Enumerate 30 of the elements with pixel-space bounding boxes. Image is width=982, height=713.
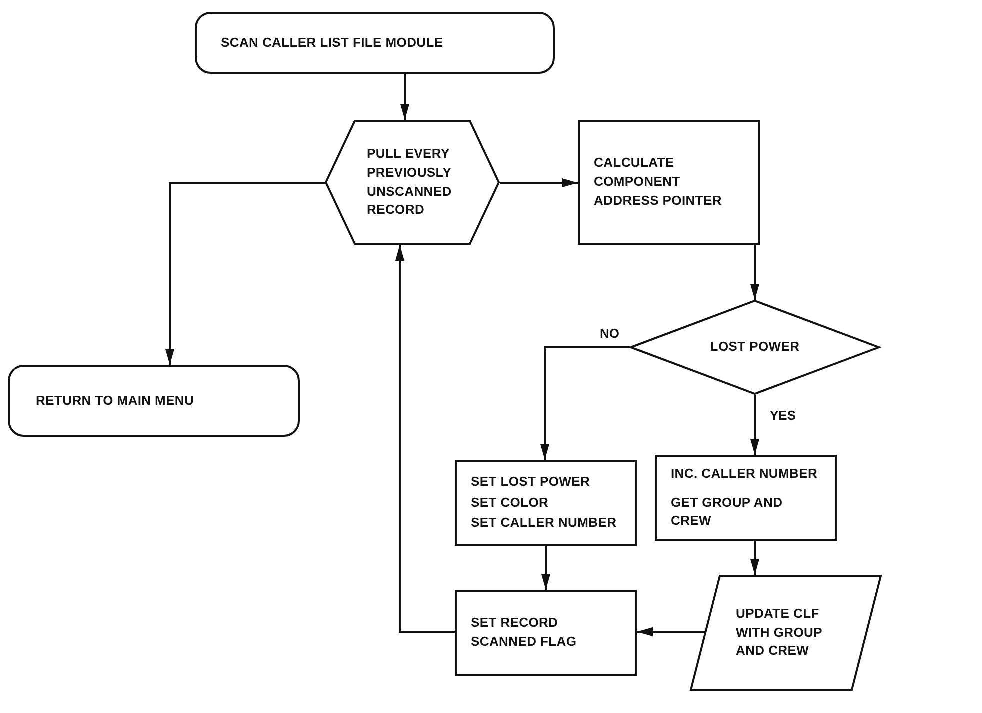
edge-label: NO [598,326,622,341]
arrow [500,178,578,188]
edge-label: YES [768,408,798,423]
node-label: SCAN CALLER LIST FILE MODULE [221,34,444,52]
process-box [455,590,637,676]
node-label: CALCULATE COMPONENT ADDRESS POINTER [594,154,723,210]
arrow [637,627,705,637]
node-label: LOST POWER [710,338,800,356]
arrow [750,395,760,455]
node-label: UPDATE CLF WITH GROUP AND CREW [736,604,824,660]
terminal-box [195,12,555,74]
node-label: SET RECORD SCANNED FLAG [471,614,578,651]
node-label: SET CALLER NUMBER [471,514,617,532]
node-label: SET LOST POWER [471,472,590,491]
arrow [750,245,760,300]
node-label: PULL EVERY PREVIOUSLY UNSCANNED RECORD [367,144,453,220]
arrow [750,541,760,575]
arrow [540,346,630,460]
arrow [541,546,551,590]
process-box [455,460,637,546]
process-box [578,120,760,245]
arrow [165,182,325,365]
node-label: SET COLOR [471,494,549,512]
process-box [655,455,837,541]
node-label: RETURN TO MAIN MENU [36,392,194,410]
node-label: INC. CALLER NUMBER [671,464,818,483]
arrow [400,74,410,120]
terminal-box [8,365,300,437]
node-label: GET GROUP AND CREW [671,494,784,530]
arrow [395,245,455,633]
